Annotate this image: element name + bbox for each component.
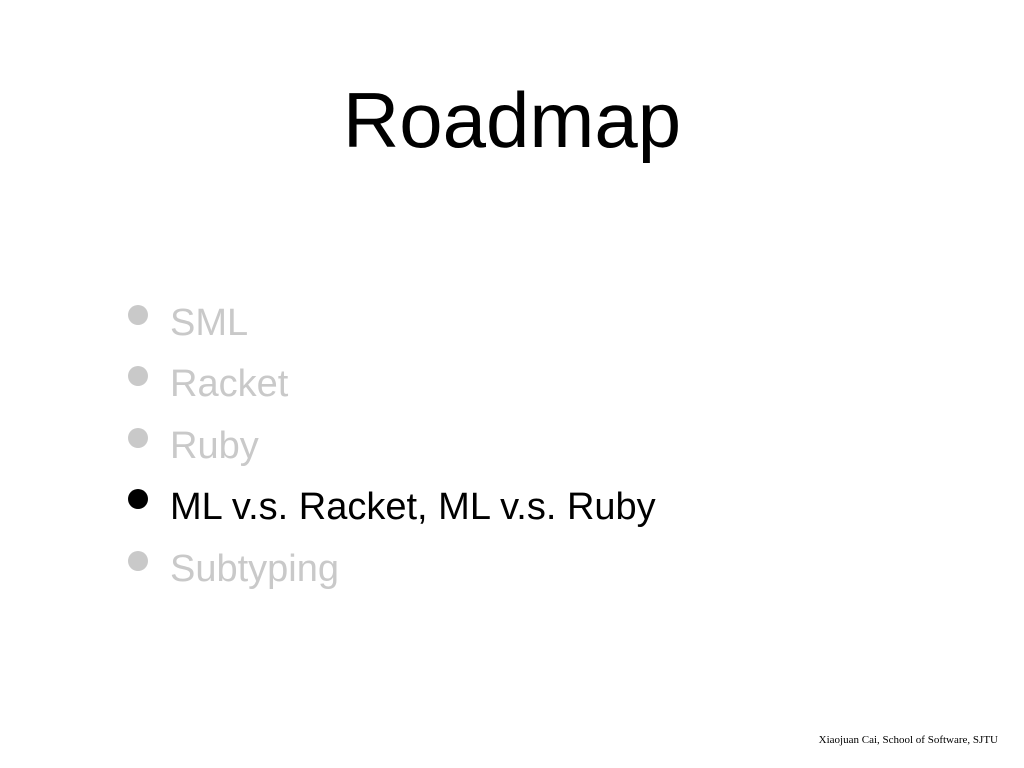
bullet-text: SML (170, 301, 249, 344)
bullet-dot-icon (128, 366, 148, 387)
bullet-item-ml-comparison: ML v.s. Racket, ML v.s. Ruby (128, 477, 656, 539)
bullet-dot-icon (128, 550, 148, 571)
bullet-item-ruby: Ruby (128, 415, 656, 477)
slide-footer: Xiaojuan Cai, School of Software, SJTU (818, 734, 998, 746)
bullet-dot-icon (128, 304, 148, 325)
bullet-dot-icon (128, 427, 148, 448)
bullet-text: Racket (170, 363, 289, 406)
bullet-dot-icon (128, 489, 148, 510)
bullet-text: Ruby (170, 424, 259, 467)
slide-title: Roadmap (342, 76, 682, 164)
bullet-list: SML Racket Ruby ML v.s. Racket, ML v.s. … (128, 292, 656, 600)
bullet-text: Subtyping (170, 547, 340, 590)
bullet-item-racket: Racket (128, 354, 656, 416)
bullet-text: ML v.s. Racket, ML v.s. Ruby (170, 486, 656, 529)
bullet-item-sml: SML (128, 292, 656, 354)
bullet-item-subtyping: Subtyping (128, 538, 656, 600)
